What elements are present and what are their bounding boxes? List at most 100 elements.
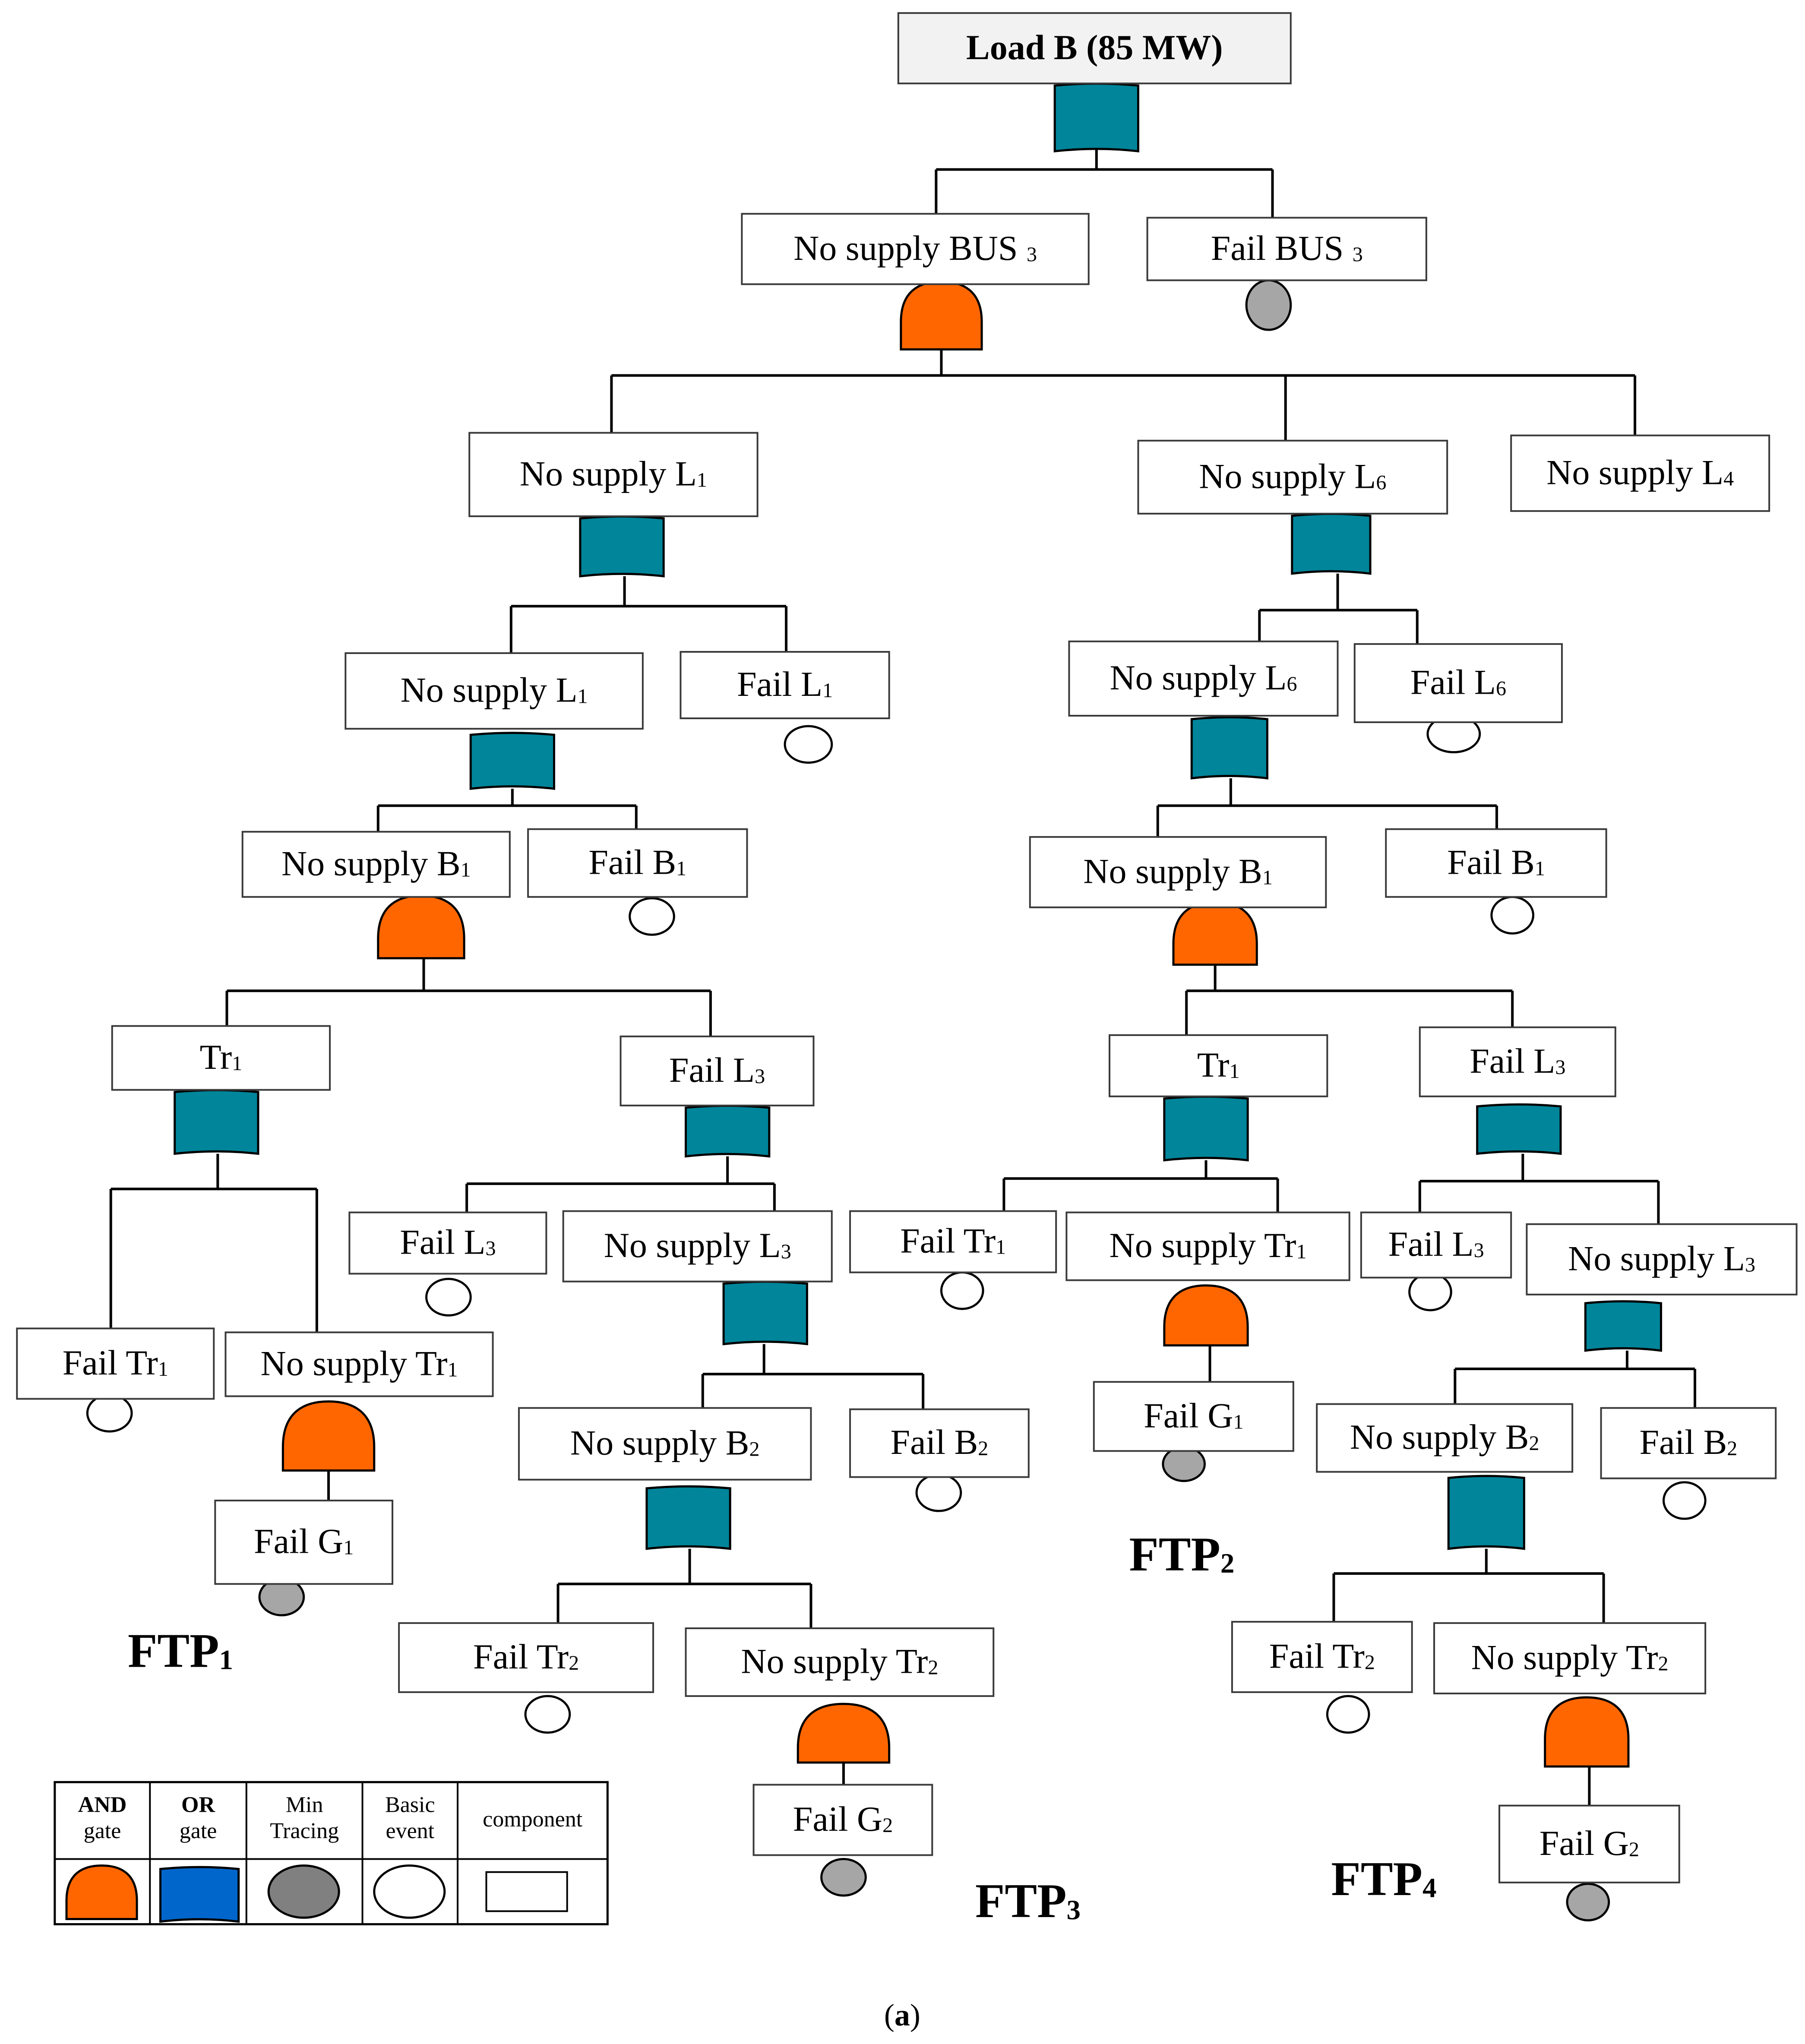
label-main: Fail L [400,1222,485,1261]
label-main: No supply L [401,670,578,709]
gate-no-supply-b1-r-and-gate [1172,901,1258,966]
label-main: Tr [200,1037,232,1077]
event-box-no-supply-tr1-l: No supply Tr1 [224,1331,494,1397]
label-main: Fail L [737,664,822,704]
label-subscript: 3 [781,1240,791,1263]
label-subscript: 1 [461,858,471,881]
gate-no-supply-tr2-l-and-gate [797,1703,891,1764]
label-subscript: 2 [1529,1432,1539,1455]
event-box-frame [518,1407,812,1481]
event-box-fail-l3-ll: Fail L3 [348,1211,547,1275]
event-box-fail-l1: Fail L1 [680,651,890,720]
event-box-fail-bus3: Fail BUS 3 [1146,217,1427,281]
connector-lines [109,148,1696,1806]
label-subscript: 1 [676,857,686,880]
label-main: No supply B [570,1423,749,1463]
event-box-label: No supply L4 [1546,452,1734,492]
event-box-frame [1433,1622,1707,1694]
label-subscript: 2 [1365,1651,1375,1674]
event-box-no-supply-tr2-l: No supply Tr2 [685,1627,995,1697]
event-box-label: No supply BUS 3 [793,228,1037,268]
label-main: Fail L [1470,1041,1555,1080]
gate-no-supply-l1-b-or-gate [469,732,555,790]
legend-or-label-2: gate [180,1819,217,1843]
event-box-label: No supply B1 [1083,851,1273,891]
event-box-frame [1068,640,1339,717]
event-box-label: Fail G2 [793,1799,893,1839]
path-label-ftp4: FTP4 [1331,1852,1436,1906]
event-box-label: No supply L1 [401,670,588,709]
event-box-load-b: Load B (85 MW) [897,12,1292,85]
gate-no-supply-tr2-r-and-gate [1544,1696,1630,1768]
label-subscript: 6 [1376,471,1386,494]
legend-basic-label-1: Basic [385,1793,435,1817]
gate-no-supply-l3-l-or-gate [722,1280,808,1346]
event-box-frame [1065,1211,1350,1281]
event-box-label: Fail B2 [1640,1422,1738,1462]
event-box-label: No supply Tr1 [1110,1226,1307,1265]
event-box-frame [398,1622,654,1693]
label-main: FTP [1129,1528,1220,1581]
caption-letter: a [895,1997,910,2032]
label-main: No supply L [604,1226,781,1265]
event-box-frame [345,652,644,730]
label-subscript: 1 [1535,857,1545,880]
event-box-frame [1231,1621,1413,1693]
event-box-no-supply-b1-r: No supply B1 [1029,836,1327,908]
path-label-ftp2: FTP2 [1129,1528,1234,1581]
basic-event-fail-l1 [784,725,833,764]
event-box-frame [752,1784,933,1856]
event-box-label: No supply L3 [1568,1238,1755,1278]
label-main: Fail Tr [473,1637,569,1676]
label-subscript: 3 [1555,1056,1565,1079]
label-main: No supply B [281,844,461,883]
event-box-frame [1526,1223,1798,1295]
event-box-frame [1146,217,1427,281]
event-box-label: Fail B2 [891,1422,989,1462]
label-subscript: 2 [928,1656,938,1679]
label-subscript: 3 [1745,1253,1755,1276]
event-box-frame [1109,1034,1328,1097]
gate-no-supply-b2-r-or-gate [1447,1475,1525,1550]
gate-fail-l3-r-or-gate [1476,1103,1562,1155]
event-box-no-supply-l4: No supply L4 [1510,434,1770,512]
event-box-label: Fail L6 [1410,662,1506,701]
label-main: Fail L [669,1050,755,1090]
path-label-ftp3: FTP3 [975,1874,1081,1928]
label-subscript: 1 [1296,1240,1307,1263]
label-main: No supply B [1083,851,1262,891]
label-subscript: 1 [697,468,707,491]
event-box-frame [224,1331,494,1397]
event-box-fail-tr2-l: Fail Tr2 [398,1622,654,1693]
event-box-fail-b1-r: Fail B1 [1385,828,1607,898]
gate-no-supply-tr1-l-and-gate [281,1400,376,1472]
event-box-no-supply-tr2-r: No supply Tr2 [1433,1622,1707,1694]
label-subscript: 1 [343,1536,354,1559]
gate-no-supply-bus3-and-gate [900,280,983,351]
basic-event-fail-l3-ll [425,1278,472,1317]
gate-no-supply-l6-b-or-gate [1190,716,1268,780]
label-subscript: 3 [1353,243,1363,266]
label-subscript: 1 [1229,1060,1239,1083]
min-tracing-fail-g2-r [1566,1883,1610,1921]
event-box-label: No supply Tr2 [741,1641,938,1681]
event-box-fail-tr1-l: Fail Tr1 [16,1327,215,1400]
event-box-frame [527,828,748,898]
event-box-fail-l6: Fail L6 [1353,643,1563,723]
label-subscript: 4 [1423,1873,1437,1904]
min-tracing-fail-bus3 [1245,279,1292,331]
label-main: Fail L [1388,1224,1473,1264]
event-box-fail-l3-l: Fail L3 [620,1035,815,1106]
event-box-label: Fail B1 [1447,842,1545,881]
event-box-no-supply-l1-a: No supply L1 [468,432,759,517]
label-main: Fail BUS [1211,228,1353,268]
event-box-label: No supply B2 [570,1423,760,1463]
label-main: Fail G [1144,1396,1233,1435]
legend-basic-label-2: event [386,1819,434,1843]
event-box-label: Fail G1 [1144,1396,1243,1435]
label-main: FTP [128,1624,219,1678]
